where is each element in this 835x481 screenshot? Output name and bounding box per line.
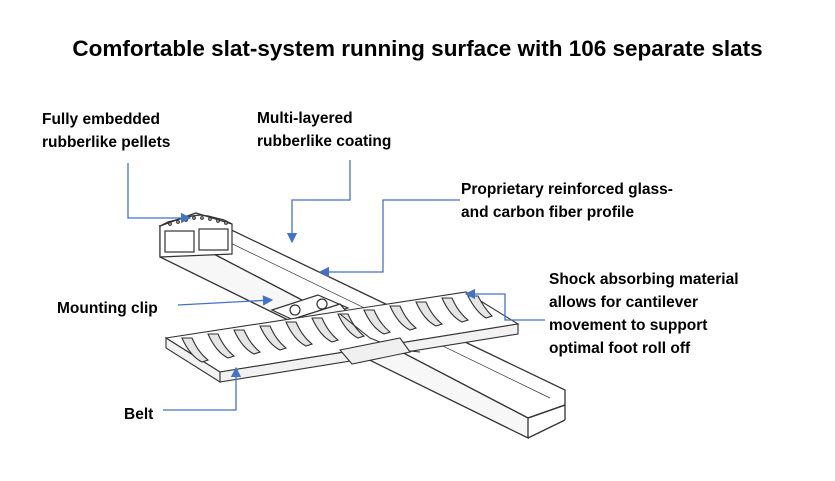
label-mounting-clip: Mounting clip [57, 300, 158, 317]
callout-line-pellets [127, 163, 192, 224]
callout-line-clip [177, 295, 274, 306]
belt-assembly [164, 291, 520, 383]
label-shock: Shock absorbing material allows for cant… [549, 271, 739, 357]
label-profile: Proprietary reinforced glass- and carbon… [461, 181, 673, 221]
label-pellets: Fully embedded rubberlike pellets [42, 111, 171, 151]
callout-line-belt [163, 366, 242, 411]
callout-line-coating [286, 160, 351, 244]
label-belt: Belt [124, 406, 154, 423]
callout-line-shock [464, 288, 545, 321]
beam-end-profile [159, 212, 233, 258]
label-coating: Multi-layered rubberlike coating [257, 110, 392, 150]
callout-line-profile [318, 199, 460, 278]
diagram-title: Comfortable slat-system running surface … [72, 36, 763, 61]
